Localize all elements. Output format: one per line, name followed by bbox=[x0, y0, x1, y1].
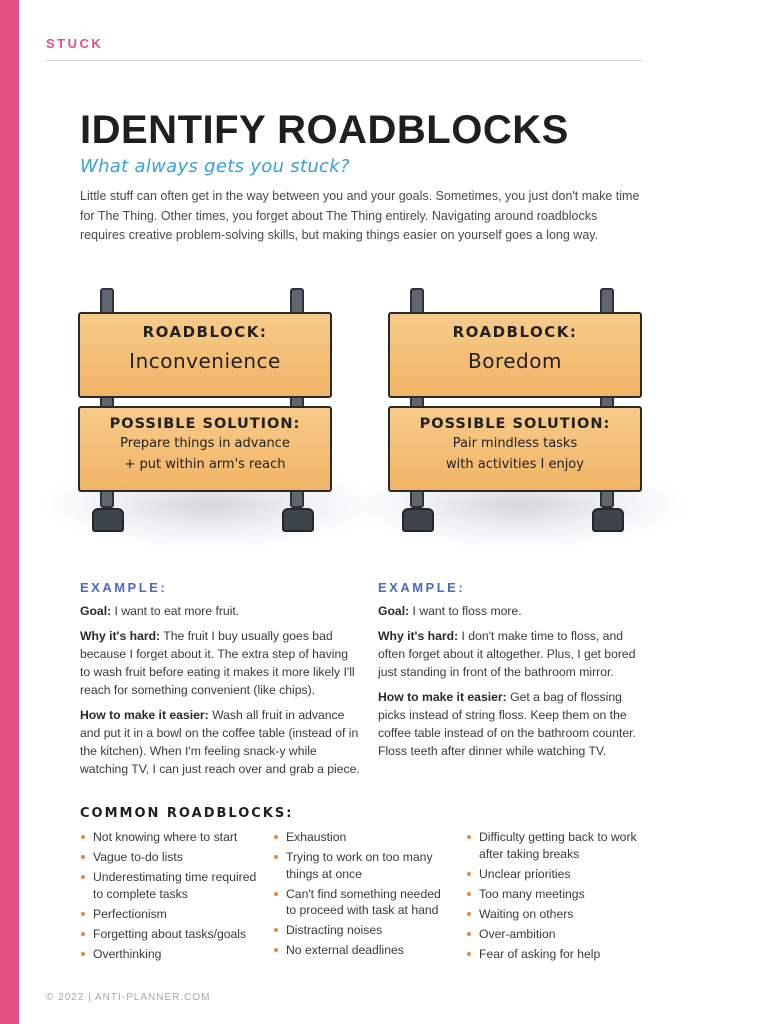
solution-label: POSSIBLE SOLUTION: bbox=[419, 416, 611, 432]
example-heading: EXAMPLE: bbox=[378, 580, 466, 595]
list-item: Fear of asking for help bbox=[466, 946, 646, 963]
list-item: No external deadlines bbox=[273, 942, 453, 959]
list-item: Forgetting about tasks/goals bbox=[80, 926, 260, 943]
how-text: Get a bag of flossing picks instead of s… bbox=[378, 690, 636, 758]
solution-board: POSSIBLE SOLUTION: Pair mindless tasks w… bbox=[388, 406, 642, 492]
list-item: Vague to-do lists bbox=[80, 849, 260, 866]
page-footer: © 2022 | ANTI-PLANNER.COM bbox=[46, 992, 211, 1003]
roadblock-label: ROADBLOCK: bbox=[452, 323, 578, 341]
roadblock-board: ROADBLOCK: Inconvenience bbox=[78, 312, 332, 398]
goal-text: I want to eat more fruit. bbox=[114, 604, 240, 618]
list-item: Perfectionism bbox=[80, 906, 260, 923]
roadblock-board: ROADBLOCK: Boredom bbox=[388, 312, 642, 398]
goal-text: I want to floss more. bbox=[412, 604, 522, 618]
sign-foot-right bbox=[592, 508, 624, 532]
example-block: EXAMPLE: Goal: I want to eat more fruit.… bbox=[80, 579, 360, 785]
roadblock-list-column: Not knowing where to start Vague to-do l… bbox=[80, 829, 260, 966]
goal-label: Goal: bbox=[80, 604, 112, 618]
why-label: Why it's hard: bbox=[378, 629, 459, 643]
sign-foot-left bbox=[402, 508, 434, 532]
how-label: How to make it easier: bbox=[80, 708, 209, 722]
solution-line: Prepare things in advance bbox=[120, 436, 290, 451]
page-title: IDENTIFY ROADBLOCKS bbox=[80, 108, 569, 152]
example-why: Why it's hard: The fruit I buy usually g… bbox=[80, 627, 360, 699]
sign-foot-left bbox=[92, 508, 124, 532]
section-label: STUCK bbox=[46, 36, 104, 51]
list-item: Too many meetings bbox=[466, 886, 646, 903]
list-item: Can't find something needed to proceed w… bbox=[273, 886, 453, 919]
list-item: Overthinking bbox=[80, 946, 260, 963]
list-item: Distracting noises bbox=[273, 922, 453, 939]
roadblock-list-column: Difficulty getting back to work after ta… bbox=[466, 829, 646, 966]
example-heading: EXAMPLE: bbox=[80, 580, 168, 595]
list-item: Waiting on others bbox=[466, 906, 646, 923]
header-divider bbox=[46, 60, 642, 61]
page-subtitle: What always gets you stuck? bbox=[80, 156, 350, 177]
list-item: Trying to work on too many things at onc… bbox=[273, 849, 453, 882]
common-roadblocks-heading: COMMON ROADBLOCKS: bbox=[80, 806, 294, 821]
intro-paragraph: Little stuff can often get in the way be… bbox=[80, 189, 640, 242]
why-text: I don't make time to floss, and often fo… bbox=[378, 629, 636, 679]
how-label: How to make it easier: bbox=[378, 690, 507, 704]
roadblock-sign-illustration: ROADBLOCK: Inconvenience POSSIBLE SOLUTI… bbox=[40, 280, 380, 570]
example-goal: Goal: I want to floss more. bbox=[378, 602, 643, 620]
roadblock-name: Inconvenience bbox=[129, 349, 281, 373]
example-block: EXAMPLE: Goal: I want to floss more. Why… bbox=[378, 579, 643, 767]
page-edge-bar bbox=[0, 0, 19, 1024]
solution-board: POSSIBLE SOLUTION: Prepare things in adv… bbox=[78, 406, 332, 492]
sign-foot-right bbox=[282, 508, 314, 532]
goal-label: Goal: bbox=[378, 604, 410, 618]
example-how: How to make it easier: Get a bag of flos… bbox=[378, 688, 643, 760]
list-item: Not knowing where to start bbox=[80, 829, 260, 846]
roadblock-label: ROADBLOCK: bbox=[142, 323, 268, 341]
list-item: Over-ambition bbox=[466, 926, 646, 943]
roadblock-list-column: Exhaustion Trying to work on too many th… bbox=[273, 829, 453, 962]
list-item: Difficulty getting back to work after ta… bbox=[466, 829, 646, 862]
list-item: Underestimating time required to complet… bbox=[80, 869, 260, 902]
list-item: Exhaustion bbox=[273, 829, 453, 846]
roadblock-sign-illustration: ROADBLOCK: Boredom POSSIBLE SOLUTION: Pa… bbox=[350, 280, 690, 570]
solution-line: Pair mindless tasks bbox=[452, 436, 578, 451]
solution-label: POSSIBLE SOLUTION: bbox=[109, 416, 301, 432]
solution-line: with activities I enjoy bbox=[446, 457, 584, 472]
list-item: Unclear priorities bbox=[466, 866, 646, 883]
why-label: Why it's hard: bbox=[80, 629, 161, 643]
why-text: The fruit I buy usually goes bad because… bbox=[80, 629, 355, 697]
example-how: How to make it easier: Wash all fruit in… bbox=[80, 706, 360, 778]
solution-line: + put within arm's reach bbox=[124, 457, 286, 472]
example-goal: Goal: I want to eat more fruit. bbox=[80, 602, 360, 620]
how-text: Wash all fruit in advance and put it in … bbox=[80, 708, 360, 776]
example-why: Why it's hard: I don't make time to flos… bbox=[378, 627, 643, 681]
roadblock-name: Boredom bbox=[468, 349, 562, 373]
